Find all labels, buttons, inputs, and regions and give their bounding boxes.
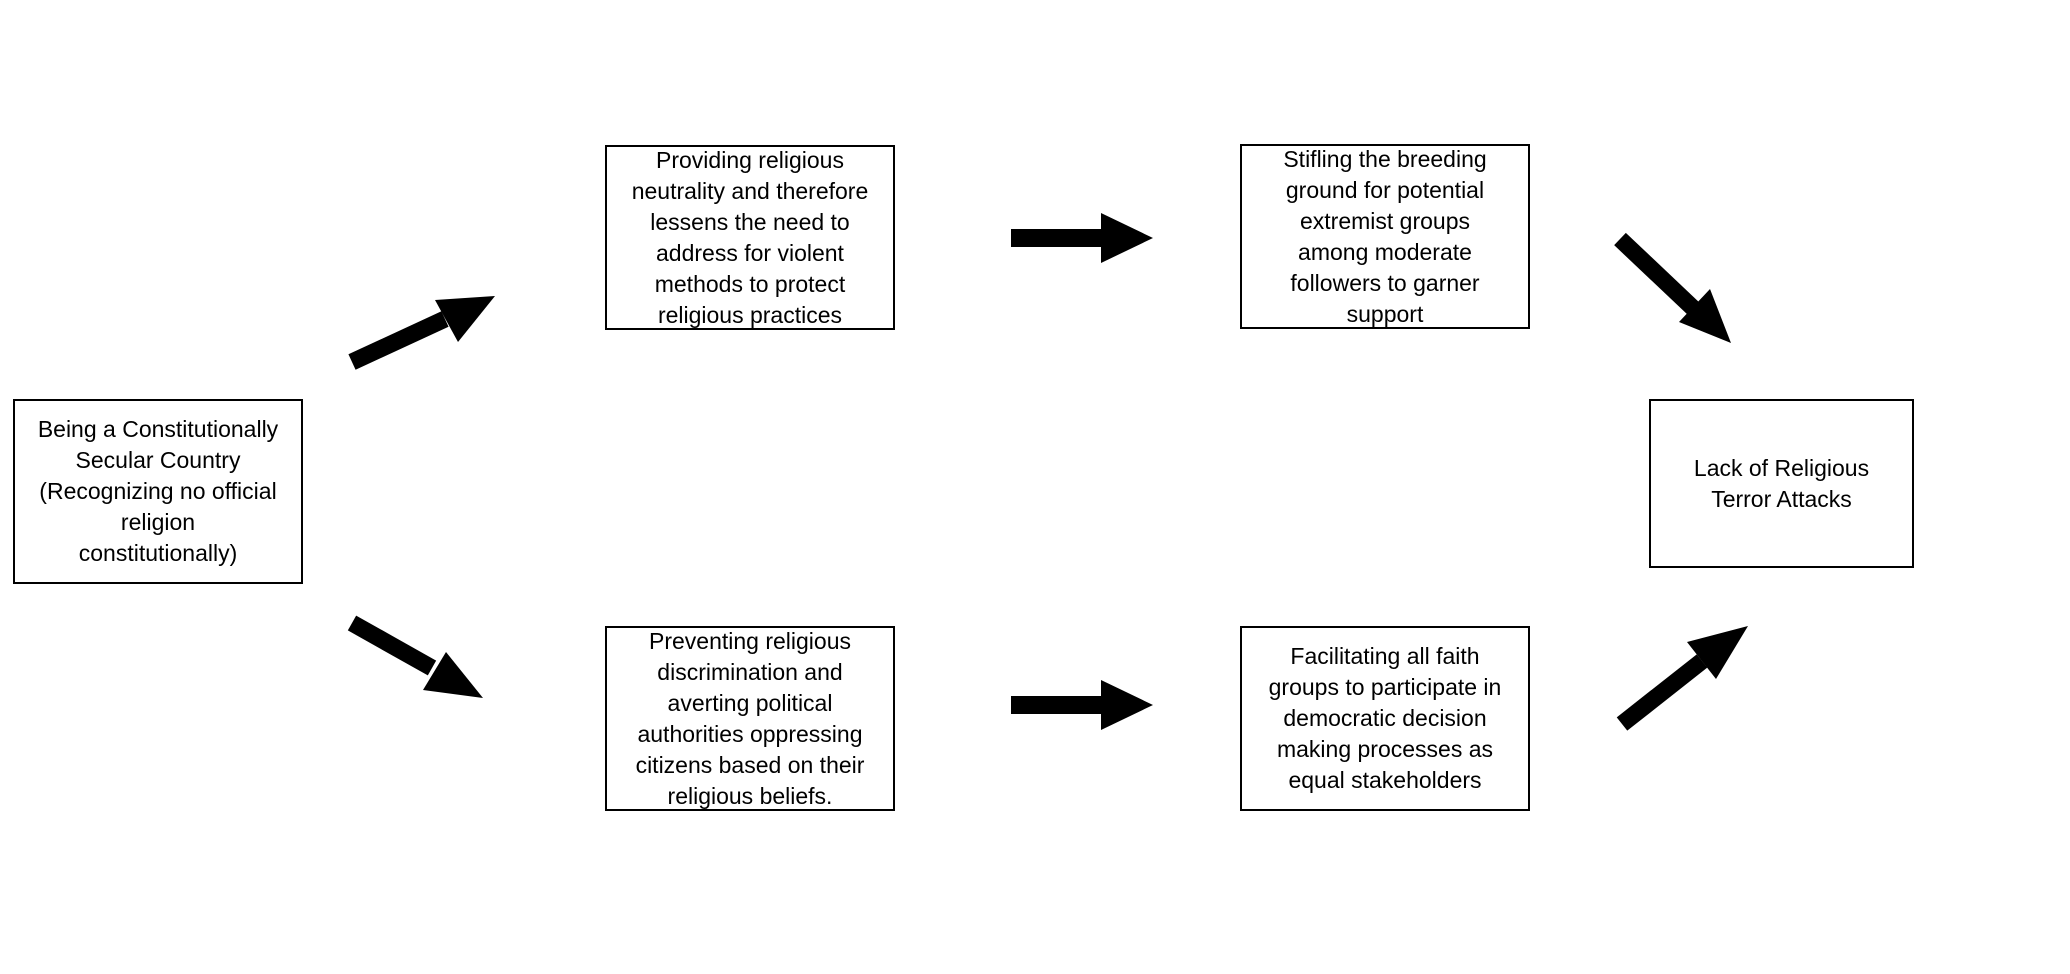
node-label: Preventing religious discrimination and …	[635, 627, 865, 809]
arrow-source-to-bottom-1	[347, 615, 483, 698]
arrow-top-2-to-outcome	[1614, 232, 1731, 343]
node-label: Lack of Religious Terror Attacks	[1693, 454, 1870, 512]
arrow-source-to-top-1	[348, 296, 495, 370]
node-facilitating-faith-groups: Facilitating all faith groups to partici…	[1240, 626, 1530, 811]
arrow-top-1-to-top-2	[1011, 213, 1153, 263]
node-religious-neutrality: Providing religious neutrality and there…	[605, 145, 895, 330]
arrow-bottom-2-to-outcome	[1616, 626, 1748, 731]
node-stifling-breeding-ground: Stifling the breeding ground for potenti…	[1240, 144, 1530, 329]
node-label: Facilitating all faith groups to partici…	[1268, 643, 1502, 793]
node-label: Providing religious neutrality and there…	[631, 146, 869, 328]
node-constitutionally-secular-country: Being a Constitutionally Secular Country…	[13, 399, 303, 584]
node-preventing-discrimination: Preventing religious discrimination and …	[605, 626, 895, 811]
node-lack-of-terror-attacks: Lack of Religious Terror Attacks	[1649, 399, 1914, 568]
node-label: Stifling the breeding ground for potenti…	[1283, 145, 1487, 327]
node-label: Being a Constitutionally Secular Country…	[37, 416, 279, 566]
arrow-bottom-1-to-bottom-2	[1011, 680, 1153, 730]
